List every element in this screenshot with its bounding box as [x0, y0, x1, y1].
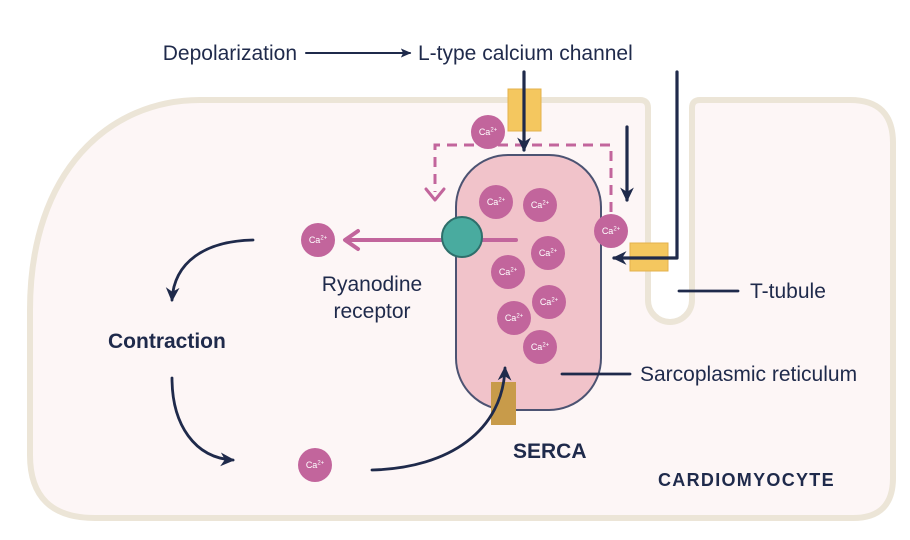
svg-text:Ca2+: Ca2+ — [306, 460, 325, 470]
calcium-ion: Ca2+ — [298, 448, 332, 482]
cardiomyocyte-label: CARDIOMYOCYTE — [658, 470, 835, 490]
svg-text:Ca2+: Ca2+ — [487, 197, 506, 207]
ryanodine-receptor-label-line1: Ryanodine — [322, 273, 422, 296]
sarcoplasmic-reticulum — [455, 154, 602, 411]
t-tubule-label: T-tubule — [750, 280, 826, 303]
calcium-ion: Ca2+ — [532, 285, 566, 319]
svg-text:Ca2+: Ca2+ — [479, 127, 498, 137]
contraction-to-relaxation-arrow — [170, 376, 235, 467]
depolarization-label: Depolarization — [163, 42, 297, 65]
calcium-ion: Ca2+ — [471, 115, 505, 149]
calcium-ion: Ca2+ — [531, 236, 565, 270]
svg-text:Ca2+: Ca2+ — [531, 200, 550, 210]
ryanodine-receptor-label-line2: receptor — [333, 300, 410, 323]
calcium-release-arrow — [343, 229, 518, 251]
calcium-ion: Ca2+ — [491, 255, 525, 289]
calcium-ion: Ca2+ — [479, 185, 513, 219]
serca-label: SERCA — [513, 440, 587, 463]
calcium-ion: Ca2+ — [497, 301, 531, 335]
svg-text:Ca2+: Ca2+ — [602, 226, 621, 236]
calcium-release-arrowhead — [343, 229, 360, 251]
t-tubule-influx-arrow — [612, 70, 679, 265]
dashed-arrowhead — [424, 187, 446, 202]
calcium-ion: Ca2+ — [523, 330, 557, 364]
release-to-contraction-arrow — [165, 238, 255, 302]
ryanodine-receptor — [441, 216, 483, 258]
svg-text:Ca2+: Ca2+ — [539, 248, 558, 258]
l-type-calcium-channel-label: L-type calcium channel — [418, 42, 633, 65]
calcium-ion: Ca2+ — [523, 188, 557, 222]
svg-text:Ca2+: Ca2+ — [505, 313, 524, 323]
svg-text:Ca2+: Ca2+ — [540, 297, 559, 307]
svg-text:Ca2+: Ca2+ — [309, 235, 328, 245]
serca-reuptake-arrow — [370, 366, 512, 472]
svg-text:Ca2+: Ca2+ — [499, 267, 518, 277]
calcium-ion: Ca2+ — [301, 223, 335, 257]
contraction-label: Contraction — [108, 330, 226, 353]
calcium-ion: Ca2+ — [594, 214, 628, 248]
sarcoplasmic-reticulum-label: Sarcoplasmic reticulum — [640, 363, 857, 386]
svg-text:Ca2+: Ca2+ — [531, 342, 550, 352]
